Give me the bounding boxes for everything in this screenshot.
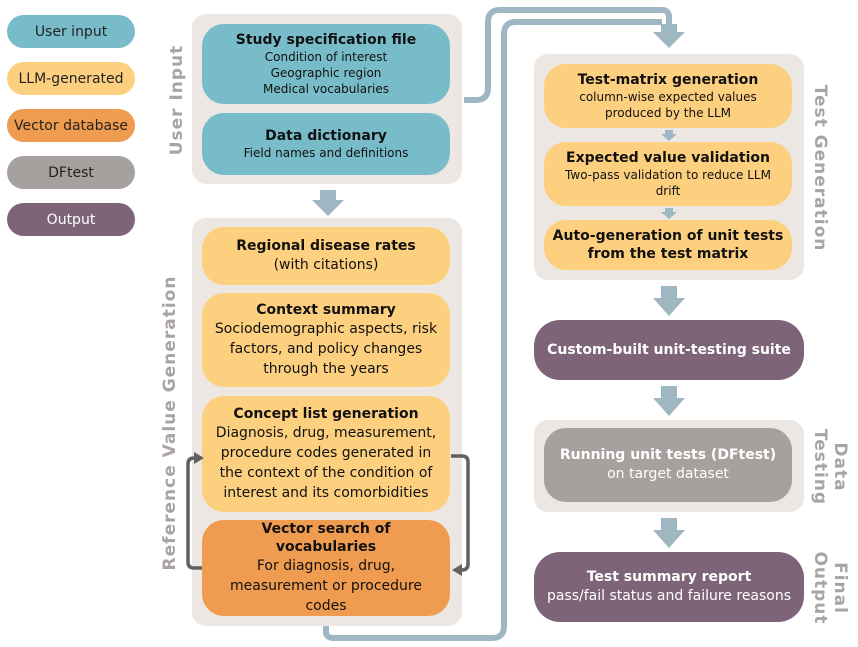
vector-search-box: Vector search of vocabularies For diagno… [202,520,450,616]
loop-head-left [194,452,204,464]
expected-validation-title: Expected value validation [566,150,770,166]
vector-search-line: For diagnosis, drug, measurement or proc… [230,558,422,614]
auto-generation-title: Auto-generation of unit tests from the t… [552,228,784,262]
unit-testing-suite-title: Custom-built unit-testing suite [547,342,791,358]
small-arrows [661,130,677,219]
test-summary-title: Test summary report [586,569,752,585]
arrow-to-data-testing [653,386,685,416]
running-tests-title: Running unit tests (DFtest) [559,447,777,463]
study-spec-line-3: Medical vocabularies [263,82,389,96]
unit-testing-suite-box: Custom-built unit-testing suite [534,320,804,380]
running-tests-box: Running unit tests (DFtest) on target da… [544,428,792,502]
connector-user-to-test [464,7,672,103]
legend-llm-generated: LLM-generated [7,62,135,95]
loop-right [451,454,470,572]
study-spec-title: Study specification file [235,32,417,48]
study-spec-line-2: Geographic region [270,66,382,80]
expected-validation-line: Two-pass validation to reduce LLM drift [565,168,771,198]
vector-search-title: Vector search of vocabularies [261,521,391,555]
legend-user-input: User input [7,15,135,48]
connector-reference-to-test [323,19,662,641]
loop-head-right [452,564,462,576]
data-dictionary-line: Field names and definitions [243,146,409,160]
auto-generation-box: Auto-generation of unit tests from the t… [544,220,792,270]
data-dictionary-title: Data dictionary [265,128,387,144]
concept-list-box: Concept list generation Diagnosis, drug,… [202,396,450,512]
loop-heads [194,452,462,576]
arrow-to-final-output [653,518,685,548]
context-summary-title: Context summary [256,302,396,318]
legend-vector-database: Vector database [7,109,135,142]
concept-list-line: Diagnosis, drug, measurement, procedure … [215,425,437,501]
legend-dftest: DFtest [7,156,135,189]
arrow-matrix-to-validation [661,130,677,141]
data-dictionary-box: Data dictionary Field names and definiti… [202,113,450,175]
test-matrix-line: column-wise expected values produced by … [579,90,757,120]
study-spec-line-1: Condition of interest [264,50,388,64]
legend-output: Output [7,203,135,236]
feedback-loop [186,454,470,572]
context-summary-box: Context summary Sociodemographic aspects… [202,293,450,387]
down-arrows [312,24,685,548]
arrow-validation-to-auto [661,208,677,219]
disease-rates-title: Regional disease rates [236,238,416,254]
test-summary-box: Test summary report pass/fail status and… [534,552,804,622]
loop-left [186,456,202,570]
running-tests-line: on target dataset [607,466,729,482]
disease-rates-line: (with citations) [273,257,379,273]
test-matrix-title: Test-matrix generation [577,72,759,88]
disease-rates-box: Regional disease rates (with citations) [202,227,450,285]
arrow-user-to-reference [312,190,344,216]
study-spec-box: Study specification file Condition of in… [202,24,450,104]
arrow-to-suite [653,286,685,316]
expected-validation-box: Expected value validation Two-pass valid… [544,142,792,206]
arrow-into-test-generation [653,24,685,48]
context-summary-line: Sociodemographic aspects, risk factors, … [214,321,438,377]
concept-list-title: Concept list generation [233,406,419,422]
test-matrix-box: Test-matrix generation column-wise expec… [544,64,792,128]
test-summary-line: pass/fail status and failure reasons [546,588,792,604]
